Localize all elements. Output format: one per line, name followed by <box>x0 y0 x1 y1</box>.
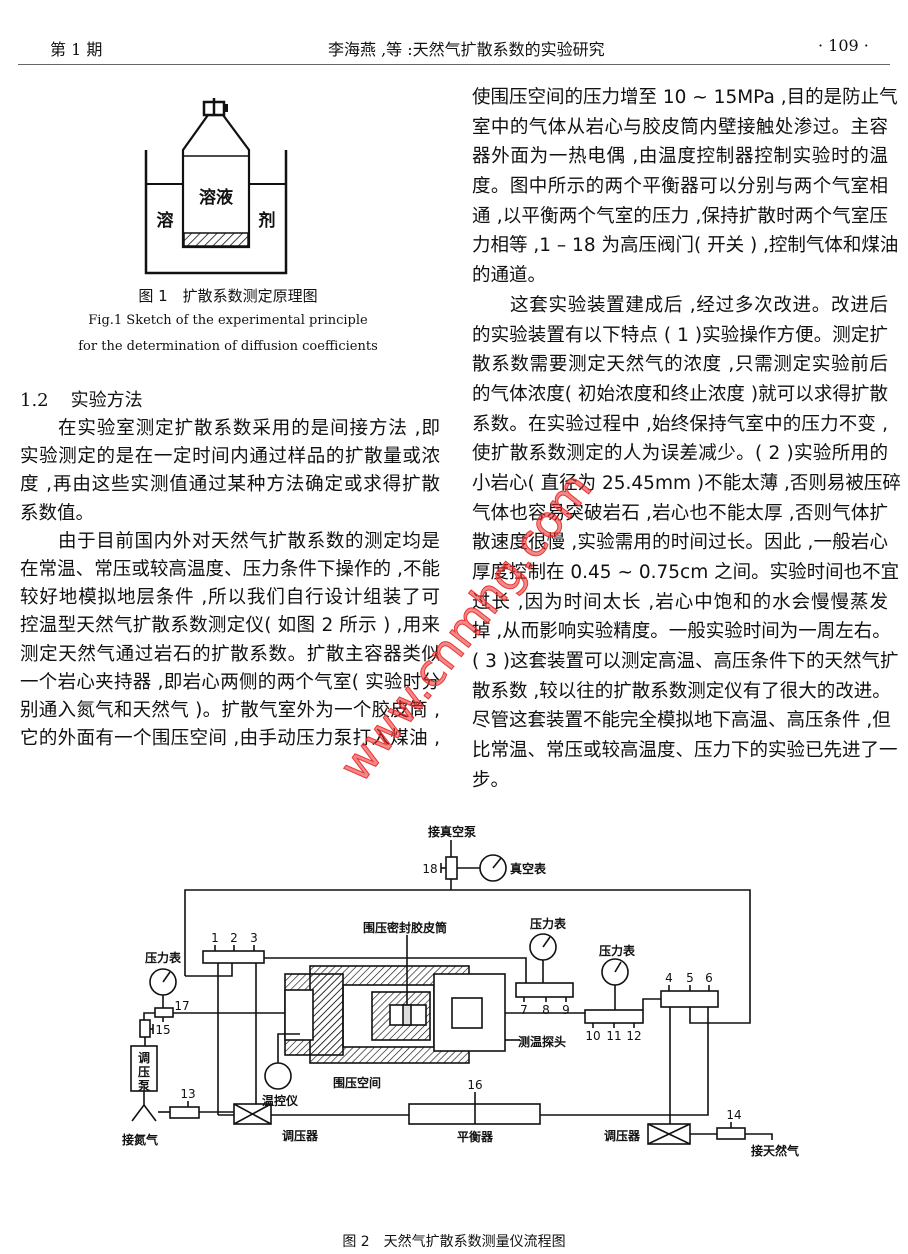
valve-1-label: 1 <box>211 931 219 945</box>
temp-probe-label: 测温探头 <box>518 1034 566 1049</box>
left-body-text: 在实验室测定扩散系数采用的是间接方法 ,即实验测定的是在一定时间内通过样品的扩散… <box>20 415 440 753</box>
figure-1-caption-cn: 图 1 扩散系数测定原理图 <box>138 287 318 305</box>
text-line: 尽管这套装置不能完全模拟地下高温、高压条件 ,但 <box>472 710 891 732</box>
text-line: 过长 ,因为时间太长 ,岩心中饱和的水会慢慢蒸发 <box>472 591 888 613</box>
text-line: 通 ,以平衡两个气室的压力 ,保持扩散时两个气室压 <box>472 205 888 227</box>
text-line: 度。图中所示的两个平衡器可以分别与两个气室相 <box>472 176 888 198</box>
pressure-gauge-mid-label: 压力表 <box>530 916 567 931</box>
text-line: 步。 <box>472 769 510 791</box>
valve-8-label: 8 <box>542 1003 550 1017</box>
valve-5-label: 5 <box>686 971 694 985</box>
pump-label-2: 压 <box>138 1065 150 1079</box>
text-line: 器外面为一热电偶 ,由温度控制器控制实验时的温 <box>472 146 888 168</box>
header-rule <box>18 64 890 65</box>
valve-6-label: 6 <box>705 971 713 985</box>
figure-1-caption-en-2: for the determination of diffusion coeff… <box>78 339 378 354</box>
valve-7-label: 7 <box>520 1003 528 1017</box>
text-line: 别通入氮气和天然气 )。扩散气室外为一个胶皮筒 , <box>20 699 440 721</box>
text-line: 较好地模拟地层条件 ,所以我们自行设计组装了可 <box>20 587 440 609</box>
valve-11-label: 11 <box>606 1029 621 1043</box>
text-line: 掉 ,从而影响实验精度。一般实验时间为一周左右。 <box>472 621 891 643</box>
balancer-16-label: 16 <box>467 1078 482 1092</box>
right-column: 使围压空间的压力增至 10 ~ 15MPa ,目的是防止气室中的气体从岩心与胶皮… <box>472 83 908 796</box>
text-line: 使扩散系数测定的人为误差减少。( 2 )实验所用的 <box>472 443 888 465</box>
text-line: ( 3 )这套装置可以测定高温、高压条件下的天然气扩 <box>472 651 899 673</box>
text-line: 力相等 ,1 – 18 为高压阀门( 开关 ) ,控制气体和煤油 <box>472 235 899 257</box>
text-line: 气体也容易突破岩石 ,岩心也不能太厚 ,否则气体扩 <box>472 502 888 524</box>
text-line: 比常温、常压或较高温度、压力下的实验已先进了一 <box>472 740 898 762</box>
valve-14-label: 14 <box>726 1108 741 1122</box>
text-line: 在实验室测定扩散系数采用的是间接方法 ,即 <box>58 418 440 439</box>
text-line: 它的外面有一个围压空间 ,由手动压力泵打入煤油 , <box>20 728 440 750</box>
fig1-solvent-right-label: 剂 <box>259 210 276 231</box>
nitrogen-inlet-label: 接氮气 <box>122 1132 158 1147</box>
figure-1-caption-en-1: Fig.1 Sketch of the experimental princip… <box>88 313 368 328</box>
section-number: 1.2 <box>20 390 49 411</box>
text-line: 的实验装置有以下特点 ( 1 )实验操作方便。测定扩 <box>472 324 888 346</box>
text-line: 系数值。 <box>20 502 95 524</box>
text-line: 实验测定的是在一定时间内通过样品的扩散量或浓 <box>20 446 440 468</box>
valve-2-label: 2 <box>230 931 238 945</box>
section-title: 实验方法 <box>70 390 143 411</box>
valve-15-label: 15 <box>155 1023 170 1037</box>
figure-1-diagram: 溶液 溶 剂 <box>144 98 288 275</box>
temp-controller-label: 温控仪 <box>262 1093 299 1108</box>
balancer-label: 平衡器 <box>457 1129 494 1144</box>
text-line: 散速度很慢 ,实验需用的时间过长。因此 ,一般岩心 <box>472 532 888 554</box>
text-line: 在常温、常压或较高温度、压力条件下操作的 ,不能 <box>20 558 440 580</box>
regulator-right-label: 调压器 <box>604 1129 641 1143</box>
valve-9-label: 9 <box>562 1003 570 1017</box>
fig1-solvent-left-label: 溶 <box>157 210 174 231</box>
pressure-gauge-left-label: 压力表 <box>145 950 182 965</box>
figure-2-caption: 图 2 天然气扩散系数测量仪流程图 <box>342 1233 565 1250</box>
valve-18-label: 18 <box>422 862 437 876</box>
text-line: 使围压空间的压力增至 10 ~ 15MPa ,目的是防止气 <box>472 87 898 108</box>
text-line: 度 ,再由这些实测值通过某种方法确定或求得扩散 <box>20 474 440 496</box>
text-line: 由于目前国内外对天然气扩散系数的测定均是 <box>58 530 440 552</box>
valve-4-label: 4 <box>665 971 673 985</box>
valve-12-label: 12 <box>626 1029 641 1043</box>
issue-label: 第 1 期 <box>50 40 103 59</box>
rubber-sleeve-label: 围压密封胶皮筒 <box>363 920 447 935</box>
fig1-solution-label: 溶液 <box>199 187 233 208</box>
pump-label-3: 泵 <box>138 1079 150 1093</box>
text-line: 一个岩心夹持器 ,即岩心两侧的两个气室( 实验时分 <box>20 671 440 693</box>
running-title: 李海燕 ,等 :天然气扩散系数的实验研究 <box>328 40 605 59</box>
text-line: 控温型天然气扩散系数测定仪( 如图 2 所示 ) ,用来 <box>20 615 440 637</box>
left-column: 1.2 实验方法 在实验室测定扩散系数采用的是间接方法 ,即实验测定的是在一定时间… <box>20 387 440 753</box>
text-line: 的通道。 <box>472 265 547 287</box>
valve-10-label: 10 <box>585 1029 600 1043</box>
confining-space-label: 围压空间 <box>333 1075 381 1090</box>
natural-gas-inlet-label: 接天然气 <box>751 1143 799 1158</box>
vacuum-pump-label: 接真空泵 <box>428 824 476 839</box>
regulator-left-label: 调压器 <box>282 1129 319 1143</box>
text-line: 小岩心( 直径为 25.45mm )不能太薄 ,否则易被压碎 , <box>472 472 908 494</box>
valve-3-label: 3 <box>250 931 258 945</box>
page-number: · 109 · <box>818 36 869 55</box>
valve-13-label: 13 <box>180 1087 195 1101</box>
text-line: 这套实验装置建成后 ,经过多次改进。改进后 <box>510 294 888 316</box>
section-heading: 1.2 实验方法 <box>20 387 440 415</box>
text-line: 厚度控制在 0.45 ~ 0.75cm 之间。实验时间也不宜 <box>472 562 900 583</box>
text-line: 室中的气体从岩心与胶皮筒内壁接触处渗过。主容 <box>472 116 888 138</box>
text-line: 散系数需要测定天然气的浓度 ,只需测定实验前后 <box>472 354 888 376</box>
pressure-gauge-right-label: 压力表 <box>599 943 636 958</box>
valve-17-label: 17 <box>174 999 189 1013</box>
pump-label-1: 调 <box>138 1051 150 1065</box>
text-line: 系数。在实验过程中 ,始终保持气室中的压力不变 , <box>472 413 888 435</box>
right-body-text: 使围压空间的压力增至 10 ~ 15MPa ,目的是防止气室中的气体从岩心与胶皮… <box>472 83 908 796</box>
vacuum-gauge-label: 真空表 <box>510 861 547 876</box>
text-line: 测定天然气通过岩石的扩散系数。扩散主容器类似 <box>20 643 440 665</box>
text-line: 散系数 ,较以往的扩散系数测定仪有了很大的改进。 <box>472 680 891 702</box>
text-line: 的气体浓度( 初始浓度和终止浓度 )就可以求得扩散 <box>472 383 888 405</box>
